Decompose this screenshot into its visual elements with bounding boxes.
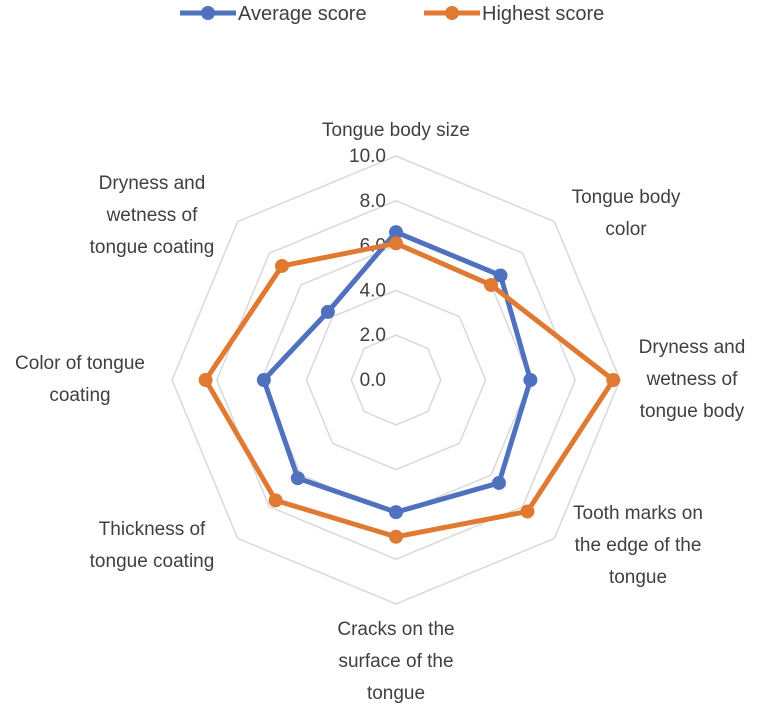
category-label-line: tongue coating — [90, 551, 215, 572]
category-label-line: Tooth marks on — [573, 503, 703, 524]
data-point — [389, 529, 403, 544]
grid-ring — [215, 199, 577, 561]
category-label: Tooth marks on the edge of the tongue — [573, 503, 703, 588]
data-point — [484, 277, 499, 292]
category-label-line: Thickness of — [99, 519, 206, 540]
category-label: Tongue body size — [322, 120, 470, 141]
category-label-line: tongue — [367, 683, 425, 704]
data-point — [389, 505, 403, 520]
category-label-line: tongue coating — [90, 237, 215, 258]
grid-ring — [171, 155, 621, 605]
data-point — [256, 373, 271, 387]
category-label-line: Tongue body — [572, 187, 681, 208]
data-point — [606, 373, 621, 387]
category-label: Cracks on the surface of the tongue — [337, 619, 454, 704]
data-point — [520, 504, 535, 519]
series-line — [261, 229, 533, 515]
legend: Average score Highest score — [180, 3, 604, 25]
data-point — [523, 373, 538, 387]
series-average-score — [256, 225, 538, 520]
category-label-line: Cracks on the — [337, 619, 454, 640]
data-point — [290, 471, 305, 486]
category-label: Thickness of tongue coating — [90, 519, 215, 572]
grid-ring — [305, 289, 487, 471]
tick-label: 8.0 — [360, 191, 386, 212]
category-label: Tongue body color — [572, 187, 681, 240]
category-label-line: wetness of — [106, 205, 199, 226]
category-label-line: surface of the — [338, 651, 453, 672]
data-series — [198, 225, 621, 544]
legend-label: Average score — [238, 3, 367, 25]
category-label-line: tongue — [609, 567, 667, 588]
data-point — [274, 258, 289, 273]
legend-item: Average score — [180, 3, 367, 25]
category-label-line: Dryness and — [639, 337, 746, 358]
category-label: Color of tongue coating — [15, 353, 145, 406]
category-label-line: the edge of the — [575, 535, 702, 556]
category-label-line: Dryness and — [99, 173, 206, 194]
category-label-line: wetness of — [646, 369, 739, 390]
data-point — [493, 268, 508, 283]
tick-label: 2.0 — [360, 325, 386, 346]
category-label-line: color — [605, 219, 647, 240]
data-point — [198, 373, 213, 387]
legend-label: Highest score — [482, 3, 604, 25]
data-point — [268, 493, 283, 508]
data-point — [389, 236, 403, 251]
category-label: Dryness and wetness of tongue coating — [90, 173, 215, 258]
category-label: Dryness and wetness of tongue body — [639, 337, 746, 422]
series-highest-score — [198, 236, 621, 544]
category-label-line: coating — [49, 385, 110, 406]
tick-label: 0.0 — [360, 370, 386, 391]
data-point — [389, 225, 403, 240]
legend-marker — [445, 6, 459, 20]
data-point — [491, 475, 506, 490]
tick-label: 10.0 — [349, 146, 386, 167]
category-label-line: tongue body — [640, 401, 745, 422]
legend-item: Highest score — [424, 3, 604, 25]
grid-ring — [350, 334, 442, 426]
category-label-line: Color of tongue — [15, 353, 145, 374]
tick-label: 4.0 — [360, 280, 386, 301]
category-label-line: Tongue body size — [322, 120, 470, 141]
data-point — [320, 304, 335, 319]
legend-marker — [201, 6, 215, 20]
